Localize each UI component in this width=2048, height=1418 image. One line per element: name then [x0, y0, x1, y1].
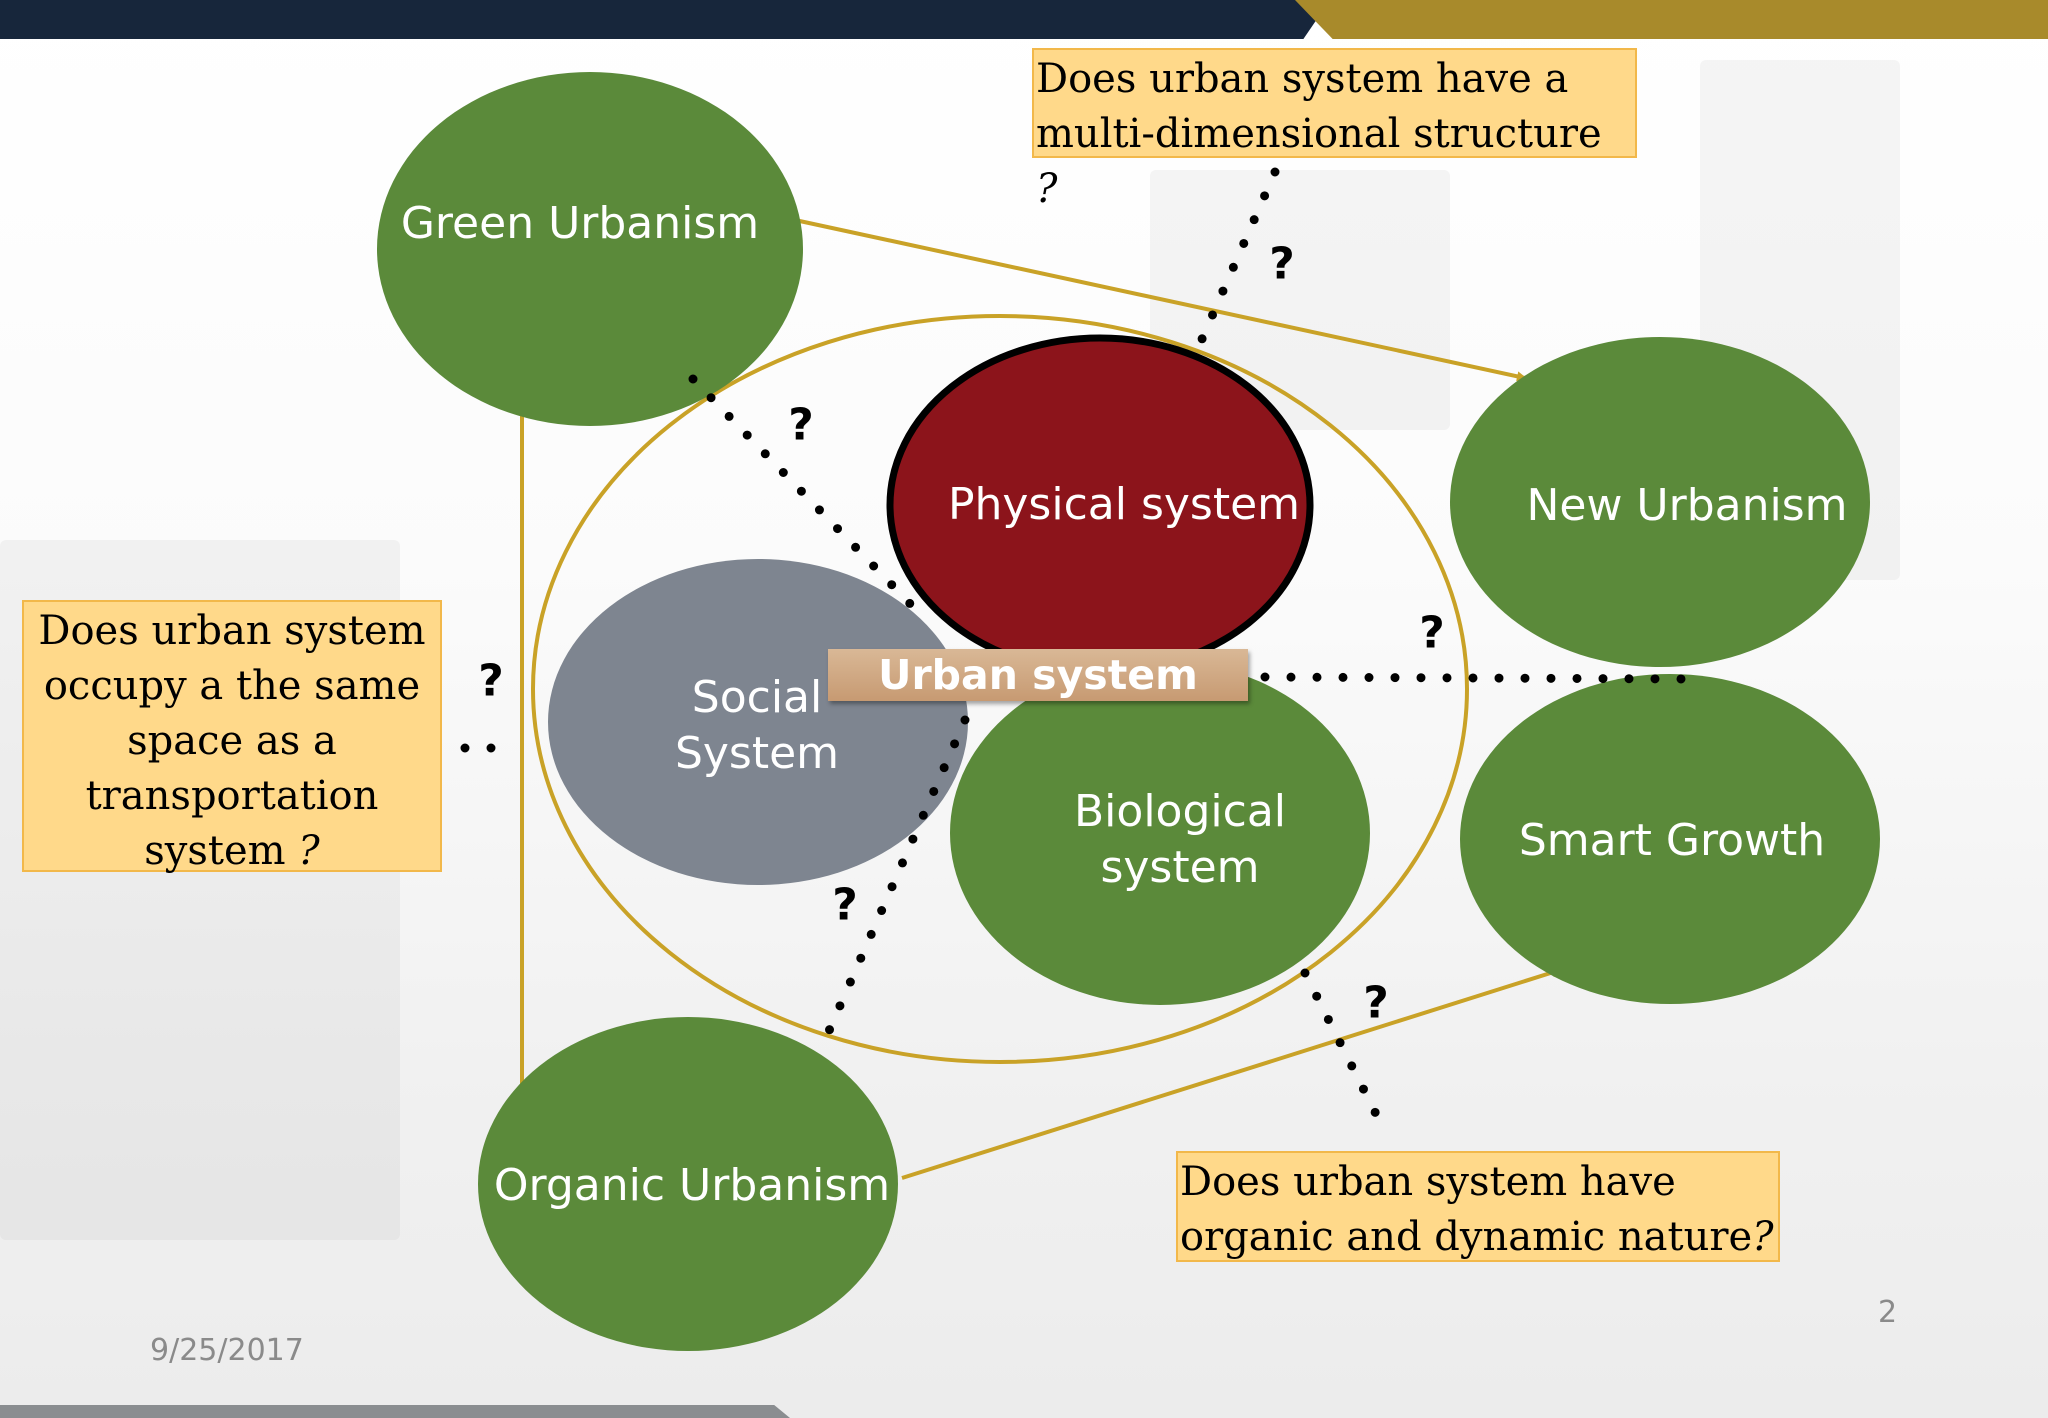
- question-text: Does urban system have a: [1036, 56, 1569, 102]
- top-banner: [0, 0, 2048, 39]
- dotted-connector: [1300, 968, 1383, 1123]
- question-text: multi-dimensional structure ?: [1036, 111, 1602, 212]
- social-system-node: [548, 559, 968, 885]
- new-urbanism-node: [1450, 337, 1870, 667]
- new-urbanism-label: New Urbanism: [1526, 480, 1848, 531]
- dotted-connector: [1260, 672, 1690, 684]
- question-multi-dimensional: Does urban system have a multi-dimension…: [1032, 48, 1637, 212]
- question-mark: ?: [298, 828, 320, 874]
- question-mark: ?: [1752, 1214, 1774, 1260]
- green-urbanism-label: Green Urbanism: [400, 198, 760, 249]
- question-text: Does urban system have: [1180, 1159, 1676, 1205]
- urban-system-boundary: [531, 314, 1469, 1064]
- urban-system-label: Urban system: [828, 649, 1248, 701]
- green-urbanism-node: [377, 72, 803, 426]
- social-system-label: Social System: [674, 672, 840, 779]
- smart-growth-label: Smart Growth: [1518, 815, 1826, 866]
- question-mark: ?: [1036, 166, 1058, 212]
- question-text: occupy a the same: [43, 663, 421, 709]
- slide-page-number: 2: [1878, 1295, 1898, 1330]
- smart-growth-node: [1460, 674, 1880, 1004]
- question-text: transportation: [85, 773, 379, 819]
- organic-urbanism-node: [478, 1017, 898, 1351]
- question-symbol: ?: [832, 879, 858, 931]
- question-text: system ?: [144, 828, 320, 874]
- bottom-banner: [0, 1405, 790, 1418]
- slide-date: 9/25/2017: [150, 1333, 304, 1368]
- biological-system-node: [950, 661, 1370, 1005]
- question-text: space as a: [127, 718, 337, 764]
- question-organic-dynamic: Does urban system have organic and dynam…: [1176, 1151, 1780, 1262]
- arrow-organic-to-smart: [901, 967, 1562, 1180]
- arrow-green-to-new: [794, 218, 1527, 382]
- question-symbol: ?: [1363, 977, 1389, 1029]
- top-banner-navy: [0, 0, 1330, 39]
- dotted-connector: [1190, 167, 1280, 360]
- top-banner-gold: [1295, 0, 2048, 39]
- question-symbol: ?: [1419, 607, 1445, 659]
- question-symbol: ?: [788, 399, 814, 451]
- question-symbol: ?: [478, 655, 504, 707]
- question-text: Does urban system: [38, 608, 426, 654]
- biological-system-label: Biological system: [1073, 786, 1287, 893]
- organic-urbanism-label: Organic Urbanism: [493, 1160, 891, 1211]
- question-same-space: Does urban system occupy a the same spac…: [22, 600, 442, 874]
- dotted-connector: [688, 374, 925, 619]
- physical-system-label: Physical system: [947, 479, 1301, 530]
- question-symbol: ?: [1269, 238, 1295, 290]
- question-text: organic and dynamic nature?: [1180, 1214, 1774, 1260]
